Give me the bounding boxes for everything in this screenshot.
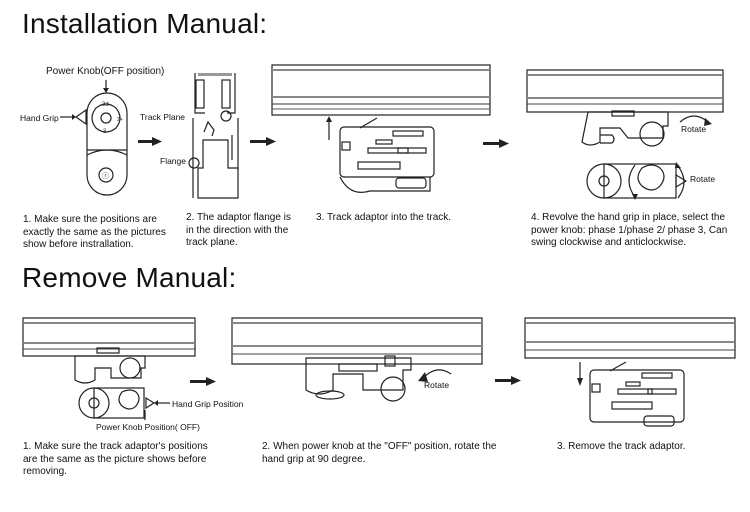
rotate-arrow-icon [628,162,685,200]
adaptor-side-view [188,118,239,199]
remove-step-3-text: 3. Remove the track adaptor. [557,441,686,452]
svg-text:3d: 3d [102,102,109,108]
track-adaptor [581,110,669,147]
adaptor-front-view: 3d 3 2+ ⓡ [86,92,128,196]
up-arrow-icon [326,116,332,140]
track-rail [231,317,483,365]
install-step-4-text: 4. Revolve the hand grip in place, selec… [531,212,728,248]
knob-top-view [78,387,156,420]
svg-text:2+: 2+ [117,117,123,123]
remove-title: Remove Manual: [22,262,237,293]
rotate-label-1: Rotate [681,124,707,134]
install-step-2-text: 2. The adaptor flange is in the directio… [186,212,291,248]
track-adaptor [74,347,146,384]
remove-step-1-text: 1. Make sure the track adaptor's positio… [23,441,208,477]
step-arrow-icon [190,377,216,386]
track-rail [22,317,196,357]
hand-grip-label: Hand Grip [20,113,59,123]
svg-text:ⓡ: ⓡ [102,172,109,180]
step-arrow-icon [495,376,521,385]
track-adaptor [589,361,685,427]
flange-label: Flange [160,156,186,166]
step-arrow-icon [483,139,509,148]
power-knob-off-label: Power Knob(OFF position) [46,66,165,77]
remove-step-2-text: 2. When power knob at the "OFF" position… [262,441,497,465]
track-adaptor [305,355,412,402]
track-rail [526,69,724,113]
hand-grip-position-label: Hand Grip Position [172,399,244,409]
rotate-arrow-icon [418,369,452,382]
knob-top-view [586,163,688,199]
rotate-label: Rotate [424,380,450,390]
track-cross-section [194,73,236,122]
install-step-1-text: 1. Make sure the positions are exactly t… [23,214,166,250]
install-step-3-text: 3. Track adaptor into the track. [316,212,452,223]
track-rail [271,64,491,116]
hand-grip-pointer-icon [60,108,87,126]
down-arrow-icon [577,362,583,386]
rotate-arrow-icon [679,115,712,126]
track-plane-label: Track Plane [140,112,186,122]
step-arrow-icon [138,137,162,146]
track-adaptor [339,117,435,193]
hand-grip-pointer-icon [154,400,170,406]
down-arrow-icon [103,80,109,93]
rotate-label-2: Rotate [690,174,716,184]
track-rail [524,317,736,359]
installation-title: Installation Manual: [22,8,268,39]
power-knob-position-off-label: Power Knob Position( OFF) [96,422,200,432]
svg-text:3: 3 [103,129,107,135]
step-arrow-icon [250,137,276,146]
